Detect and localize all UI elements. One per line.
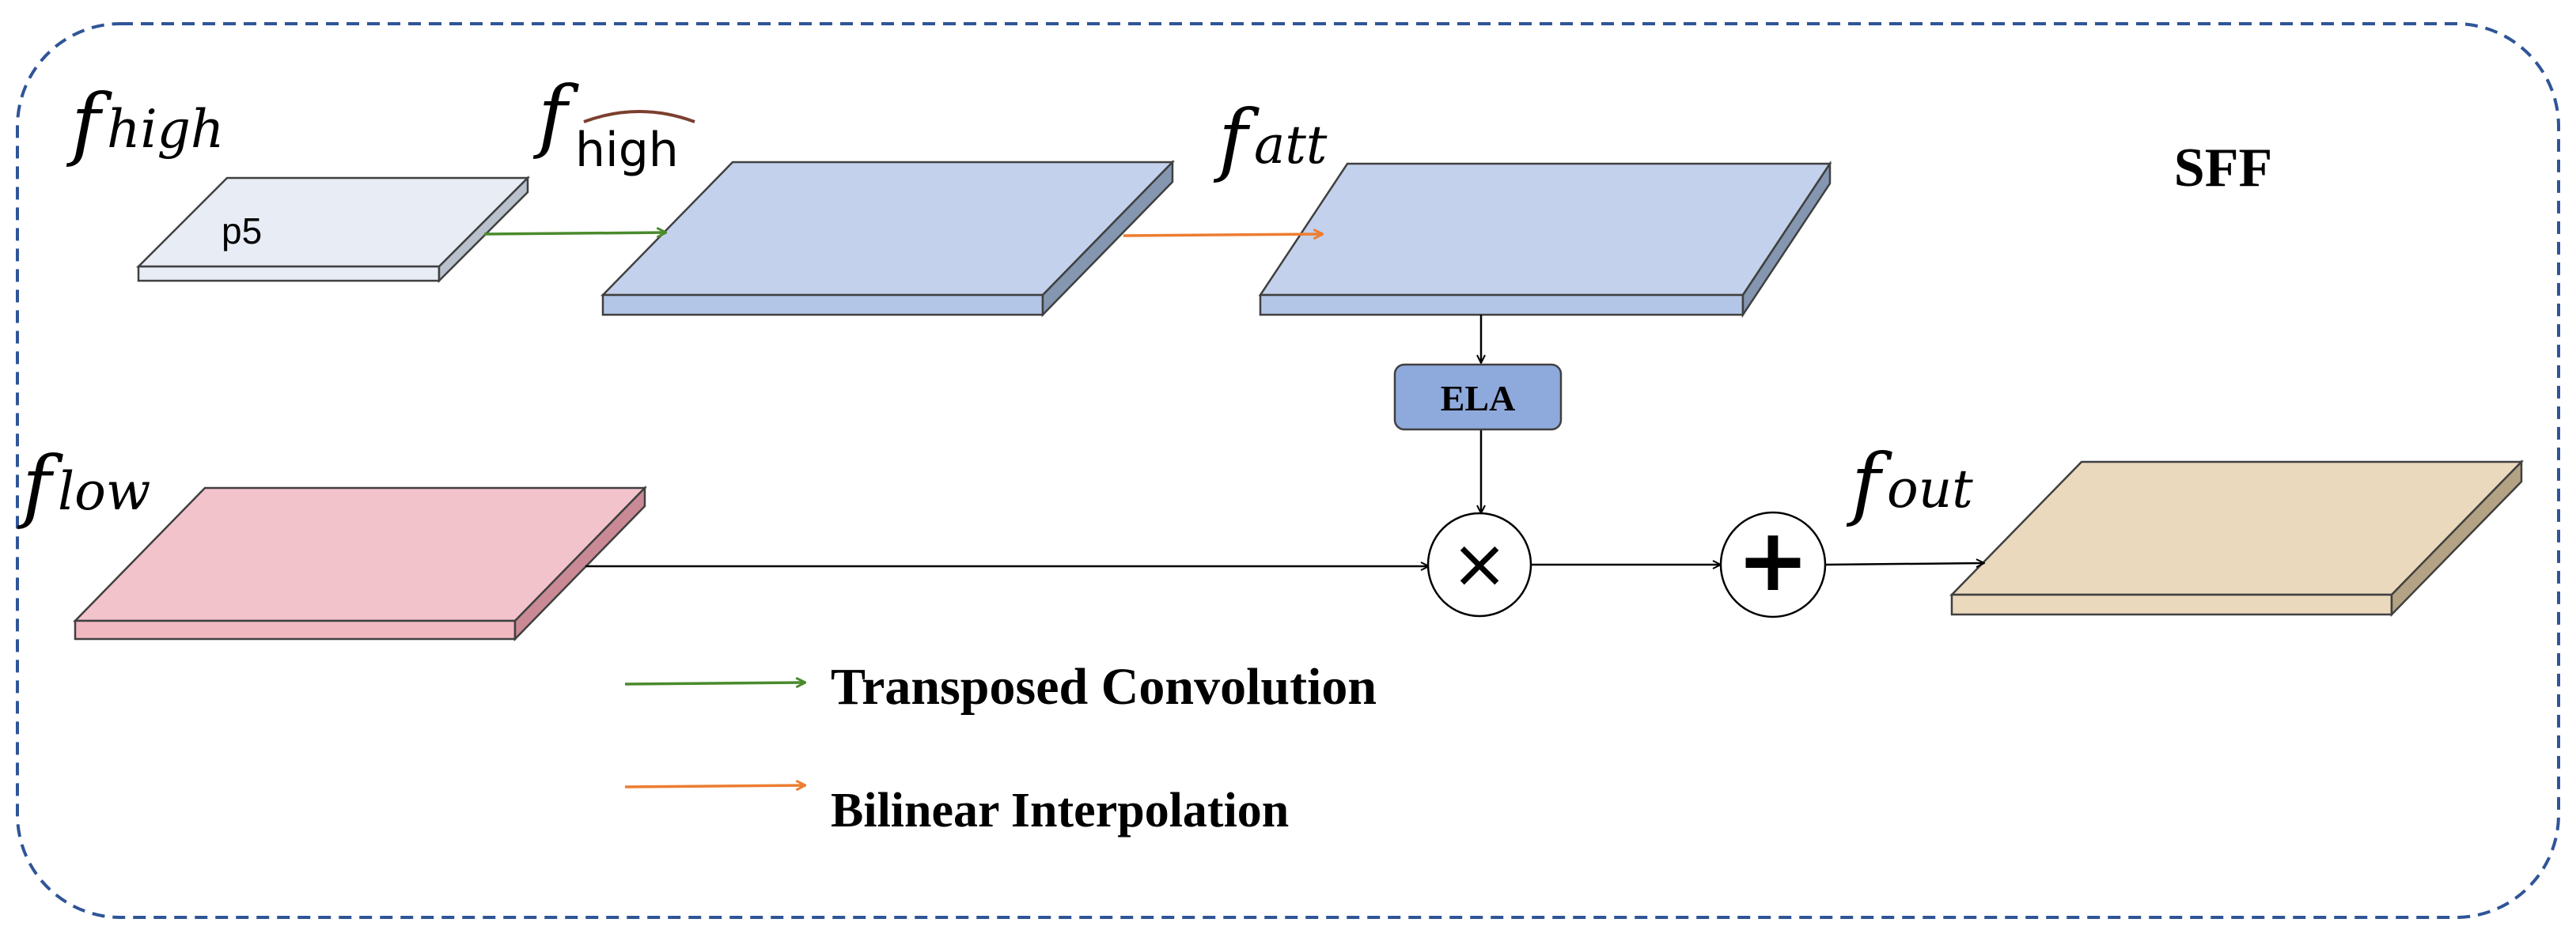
p5-label: p5 — [222, 210, 262, 251]
multiply-node — [1426, 512, 1532, 618]
hat-accent — [583, 110, 695, 123]
sff-border — [16, 22, 2560, 919]
add-to-out-arrow — [1824, 563, 1984, 565]
legend-bilinear-label: Bilinear Interpolation — [831, 784, 1289, 838]
f-low-block — [73, 485, 647, 642]
legend-transposed-conv-label: Transposed Convolution — [831, 658, 1377, 716]
f-out-block — [1949, 459, 2524, 618]
f-att-block — [1258, 160, 1832, 319]
legend-transposed-conv-line — [624, 683, 805, 684]
sff-title: SFF — [2174, 138, 2272, 199]
bilinear-arrow — [1123, 234, 1323, 236]
p5-block: p5 — [135, 175, 531, 284]
transposed-conv-arrow — [483, 233, 666, 234]
f-high-hat-block — [600, 159, 1175, 318]
multiply-symbol: × — [1451, 524, 1508, 603]
add-node — [1719, 511, 1827, 618]
ela-label: ELA — [1441, 378, 1516, 418]
add-symbol: + — [1737, 509, 1809, 611]
ela-box — [1393, 363, 1563, 431]
legend-bilinear-line — [624, 785, 805, 787]
